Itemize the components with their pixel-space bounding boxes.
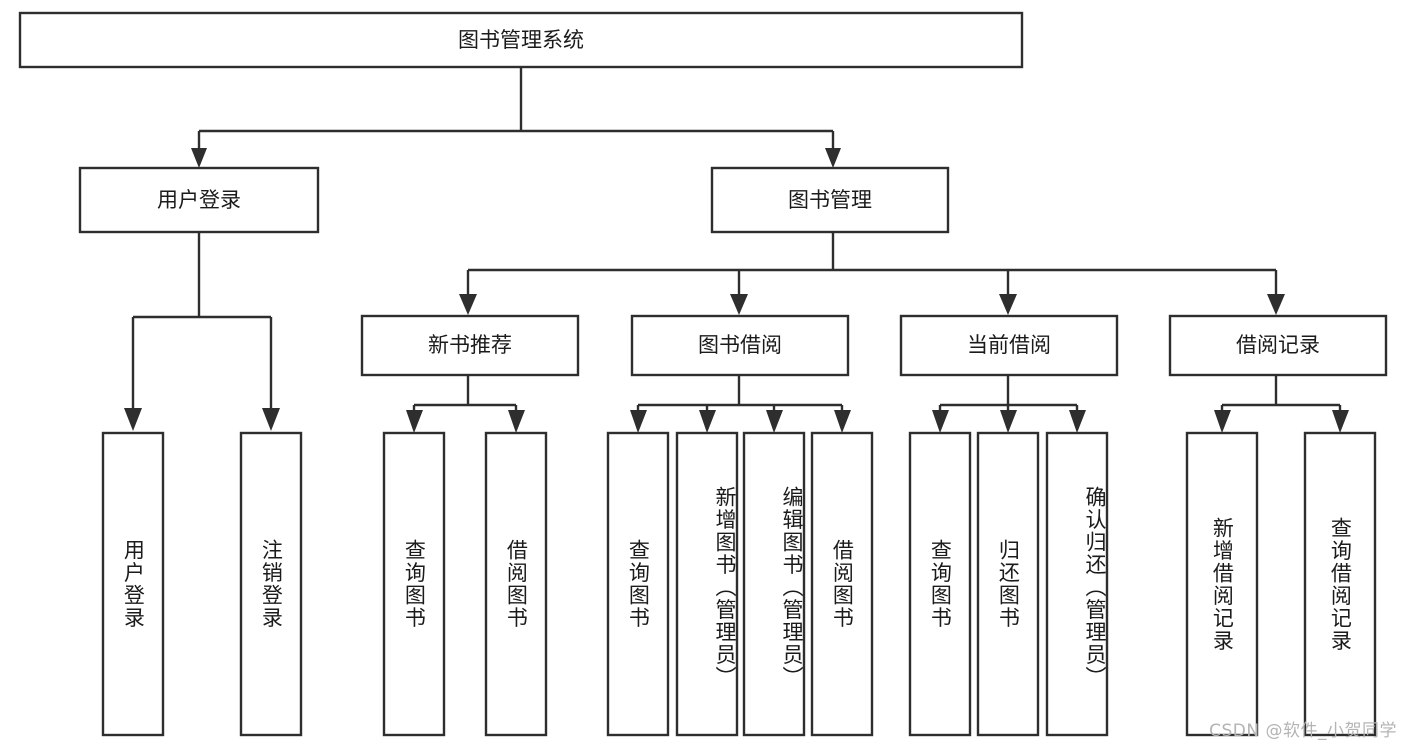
node-new-book-recommend-label: 新书推荐 <box>428 333 512 357</box>
leaf-box-return-book[interactable] <box>976 431 1040 737</box>
node-book-management-label: 图书管理 <box>788 188 872 212</box>
node-root-system[interactable]: 图书管理系统 <box>18 11 1024 69</box>
csdn-watermark: CSDN @软件_小贺同学 <box>1209 721 1397 741</box>
node-borrow-record[interactable]: 借阅记录 <box>1168 314 1388 377</box>
node-user-login[interactable]: 用户登录 <box>78 166 320 234</box>
node-book-management[interactable]: 图书管理 <box>710 166 950 234</box>
leaf-box-borrow-book-2[interactable] <box>810 431 874 737</box>
leaf-box-add-book[interactable] <box>675 431 739 737</box>
node-borrow-record-label: 借阅记录 <box>1236 333 1320 357</box>
node-new-book-recommend[interactable]: 新书推荐 <box>360 314 580 377</box>
leaf-box-logout-login[interactable] <box>239 431 303 737</box>
leaf-box-add-borrow-record[interactable] <box>1185 431 1259 737</box>
connector-newbook-to-leaves <box>406 375 525 433</box>
leaf-box-query-book-3[interactable] <box>908 431 972 737</box>
node-current-borrow[interactable]: 当前借阅 <box>899 314 1119 377</box>
connector-root-to-level2 <box>191 67 841 168</box>
connector-bookmgmt-to-level3 <box>459 232 1285 315</box>
node-user-login-label: 用户登录 <box>157 188 241 212</box>
connector-borrowrecord-to-leaves <box>1214 375 1349 433</box>
leaf-box-borrow-book-1[interactable] <box>484 431 548 737</box>
node-root-system-label: 图书管理系统 <box>458 28 584 52</box>
leaf-box-edit-book[interactable] <box>742 431 806 737</box>
connector-bookborrow-to-leaves <box>630 375 851 433</box>
node-book-borrow-label: 图书借阅 <box>698 333 782 357</box>
node-book-borrow[interactable]: 图书借阅 <box>630 314 850 377</box>
connector-userlogin-to-leaves <box>124 232 280 431</box>
leaf-box-confirm-return[interactable] <box>1045 431 1109 737</box>
leaf-box-query-book-1[interactable] <box>382 431 446 737</box>
connector-currentborrow-to-leaves <box>932 375 1086 433</box>
leaf-box-query-borrow-record[interactable] <box>1303 431 1377 737</box>
node-current-borrow-label: 当前借阅 <box>967 333 1051 357</box>
leaf-box-user-login[interactable] <box>101 431 165 737</box>
leaf-box-query-book-2[interactable] <box>606 431 670 737</box>
